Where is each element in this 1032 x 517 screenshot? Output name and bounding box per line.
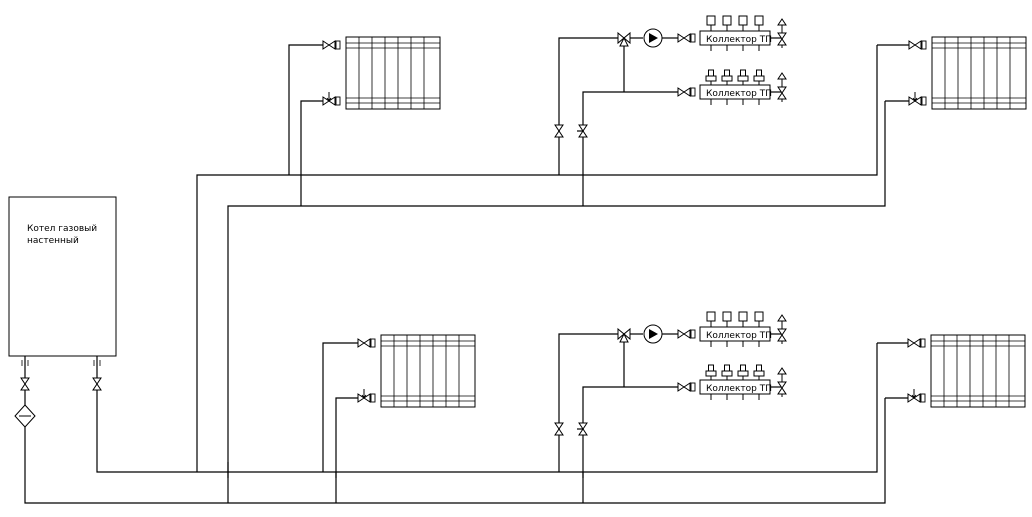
boiler-label-line1: Котел газовый xyxy=(27,224,97,234)
gas-boiler: Котел газовый настенный xyxy=(8,196,117,428)
boiler-label-line2: настенный xyxy=(27,236,79,246)
radiator-lower-right xyxy=(877,334,1026,408)
mixing-valve-icon xyxy=(617,327,631,343)
manifold-label: Коллектор ТП xyxy=(706,89,772,99)
manifold-label: Коллектор ТП xyxy=(706,35,772,45)
radiator-upper-left xyxy=(288,36,441,206)
manifold-label: Коллектор ТП xyxy=(706,331,772,341)
ufh-unit-lower: Коллектор ТП Коллектор ТП xyxy=(554,311,786,503)
pump-icon xyxy=(643,28,663,48)
radiator-upper-right xyxy=(877,36,1027,110)
filter-icon xyxy=(14,404,36,428)
radiator-lower-left xyxy=(322,334,476,503)
manifold-label: Коллектор ТП xyxy=(706,384,772,394)
ufh-unit-upper: Коллектор ТП Коллектор ТП xyxy=(554,15,786,206)
pump-icon xyxy=(643,324,663,344)
mixing-valve-icon xyxy=(617,31,631,47)
main-pipes xyxy=(24,45,886,504)
